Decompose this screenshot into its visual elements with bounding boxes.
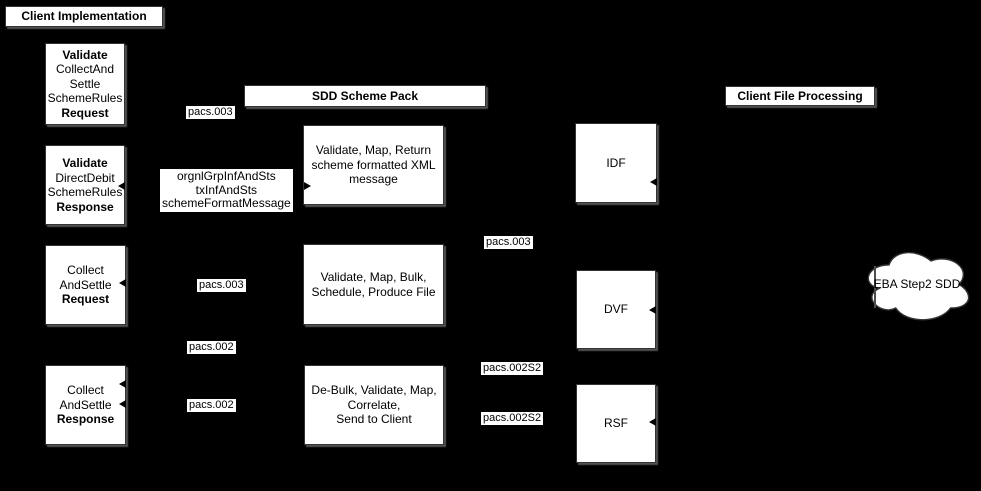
pacs002-label-lower: pacs.002 <box>187 399 236 412</box>
validate-directdebit-response-box: Validate DirectDebit SchemeRules Respons… <box>45 145 125 225</box>
validate-map-bulk-box: Validate, Map, Bulk, Schedule, Produce F… <box>303 244 444 325</box>
text-line: Collect <box>67 383 104 398</box>
validate-map-return-box: Validate, Map, Return scheme formatted X… <box>303 125 444 205</box>
text-line: message <box>349 172 398 187</box>
collectandsettle-request-box: Collect AndSettle Request <box>45 245 126 325</box>
text-line: Collect <box>67 263 104 278</box>
text-line: Correlate, <box>347 397 401 412</box>
text-line: DVF <box>604 302 628 317</box>
text-line: Validate, Map, Return <box>315 143 432 158</box>
orgnl-status-label: orgnlGrpInfAndSts txInfAndSts schemeForm… <box>160 169 293 212</box>
text-line: IDF <box>606 155 626 170</box>
text-line: AndSettle <box>59 277 112 292</box>
pacs002s2-label-lower: pacs.002S2 <box>481 412 544 425</box>
client-file-processing-header: Client File Processing <box>725 86 875 106</box>
text-line: txInfAndSts <box>195 182 258 197</box>
header-label: Client File Processing <box>737 88 863 103</box>
arrowhead-icon <box>649 418 656 426</box>
pacs002-label-upper: pacs.002 <box>187 341 236 354</box>
arrowhead-icon <box>119 380 126 388</box>
text-line: Validate <box>62 156 108 170</box>
arrowhead-icon <box>119 279 126 287</box>
text-line: Validate, Map, Bulk, <box>320 270 427 284</box>
arrowhead-icon <box>650 178 657 186</box>
text-line: RSF <box>604 416 628 431</box>
arrowhead-icon <box>649 306 656 314</box>
connector-line <box>874 266 876 308</box>
text-line: Request <box>61 105 109 120</box>
pacs003-label-top: pacs.003 <box>186 106 235 119</box>
text-line: SchemeRules <box>47 185 123 199</box>
eba-step2-sdd-label: EBA Step2 SDD <box>873 277 961 291</box>
debulk-validate-map-box: De-Bulk, Validate, Map, Correlate, Send … <box>304 365 444 445</box>
sdd-scheme-pack-header: SDD Scheme Pack <box>244 85 486 107</box>
header-label: SDD Scheme Pack <box>311 88 419 103</box>
idf-box: IDF <box>575 123 657 203</box>
text-line: orgnlGrpInfAndSts <box>177 169 276 183</box>
arrowhead-icon <box>118 182 125 190</box>
collectandsettle-response-box: Collect AndSettle Response <box>45 365 126 445</box>
pacs003-label-middle: pacs.003 <box>197 279 246 292</box>
text-line: Schedule, Produce File <box>311 284 436 299</box>
text-line: Validate <box>62 47 108 62</box>
text-line: Response <box>56 412 115 427</box>
text-line: scheme formatted XML <box>311 157 436 172</box>
cloud-shape <box>867 251 970 321</box>
text-line: Request <box>61 292 110 307</box>
text-line: CollectAnd <box>55 62 115 77</box>
dvf-box: DVF <box>576 270 656 349</box>
text-line: Settle <box>69 76 101 91</box>
text-line: De-Bulk, Validate, Map, <box>311 383 437 398</box>
text-line: AndSettle <box>59 397 112 412</box>
header-label: Client Implementation <box>21 9 147 23</box>
client-implementation-header: Client Implementation <box>5 6 163 27</box>
validate-collectandsettle-request-box: Validate CollectAnd Settle SchemeRules R… <box>45 43 125 125</box>
text-line: Response <box>56 199 114 214</box>
arrowhead-icon <box>119 400 126 408</box>
arrowhead-icon <box>304 182 311 190</box>
text-line: SchemeRules <box>47 91 123 106</box>
text-line: Send to Client <box>336 412 412 427</box>
pacs003-label-right: pacs.003 <box>484 236 533 249</box>
text-line: schemeFormatMessage <box>162 196 291 210</box>
pacs002s2-label-upper: pacs.002S2 <box>481 362 544 375</box>
text-line: DirectDebit <box>55 170 115 185</box>
rsf-box: RSF <box>576 384 656 463</box>
